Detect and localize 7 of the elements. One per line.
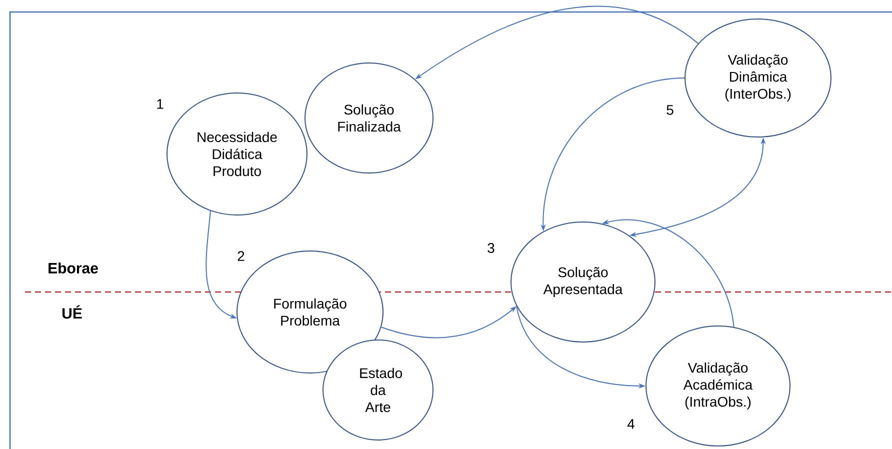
zone-label: Eborae <box>48 262 98 274</box>
step-number: 1 <box>157 99 164 109</box>
step-number: 2 <box>238 251 244 261</box>
step-number: 5 <box>666 105 674 115</box>
step-number: 3 <box>488 243 494 253</box>
zone-label: UÉ <box>62 305 82 319</box>
step-number: 4 <box>627 419 634 429</box>
